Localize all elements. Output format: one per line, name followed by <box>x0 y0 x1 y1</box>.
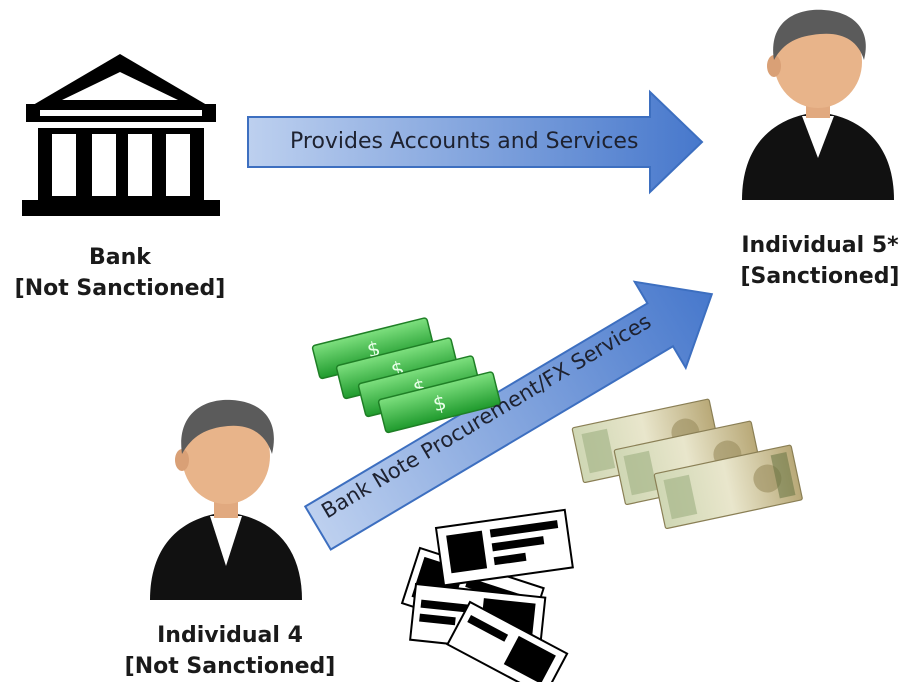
dirham-banknotes-icon <box>571 398 803 530</box>
individual4-label: Individual 4 [Not Sanctioned] <box>110 620 350 682</box>
bank-label: Bank [Not Sanctioned] <box>0 242 240 304</box>
banknote-stack-icon <box>400 508 574 682</box>
person-avatar-icon <box>150 399 302 600</box>
individual4-status: [Not Sanctioned] <box>124 654 336 679</box>
dollar-banknotes-icon: $ $ $ $ <box>311 317 501 434</box>
individual5-label: Individual 5* [Sanctioned] <box>720 230 920 292</box>
bank-building-icon <box>22 54 220 216</box>
arrow-label-accounts-services: Provides Accounts and Services <box>290 129 639 154</box>
svg-text:$: $ <box>431 390 449 416</box>
arrow-individual4-to-individual5 <box>303 280 714 551</box>
bank-name: Bank <box>89 245 151 270</box>
bank-status: [Not Sanctioned] <box>14 276 226 301</box>
individual5-status: [Sanctioned] <box>740 264 900 289</box>
arrow-bank-to-individual5 <box>247 89 704 195</box>
individual4-name: Individual 4 <box>157 623 303 648</box>
person-avatar-icon <box>742 9 894 200</box>
individual5-name: Individual 5* <box>741 233 899 258</box>
